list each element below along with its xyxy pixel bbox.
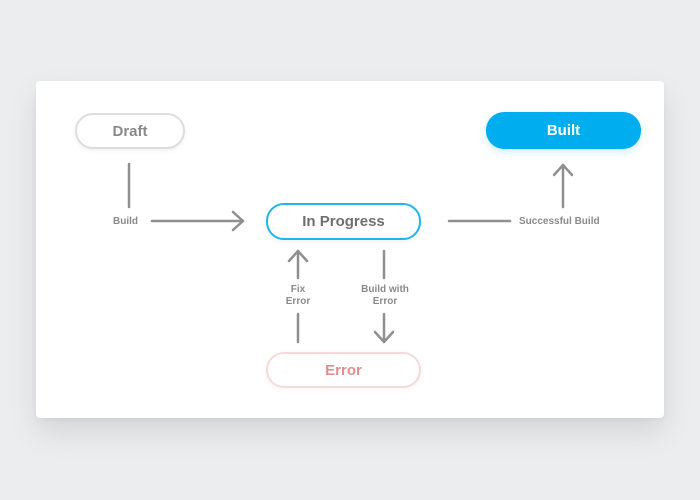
arrowhead-fix-error	[287, 249, 309, 263]
edge-label-fix-error: Fix Error	[281, 284, 315, 308]
state-error[interactable]: Error	[266, 352, 421, 388]
state-in-progress[interactable]: In Progress	[266, 203, 421, 240]
arrowhead-build	[231, 210, 245, 232]
edge-label-successful-build: Successful Build	[519, 216, 600, 228]
state-error-label: Error	[325, 361, 362, 379]
state-draft[interactable]: Draft	[75, 113, 185, 149]
edge-label-build-with-error: Build with Error	[356, 284, 414, 308]
edge-label-build: Build	[113, 216, 138, 228]
arrowhead-successful-build	[552, 163, 574, 177]
state-in-progress-label: In Progress	[302, 213, 385, 230]
state-built-label: Built	[546, 122, 581, 139]
state-draft-label: Draft	[112, 122, 148, 140]
state-built[interactable]: Built	[486, 112, 641, 149]
arrowhead-build-with-error	[373, 330, 395, 344]
